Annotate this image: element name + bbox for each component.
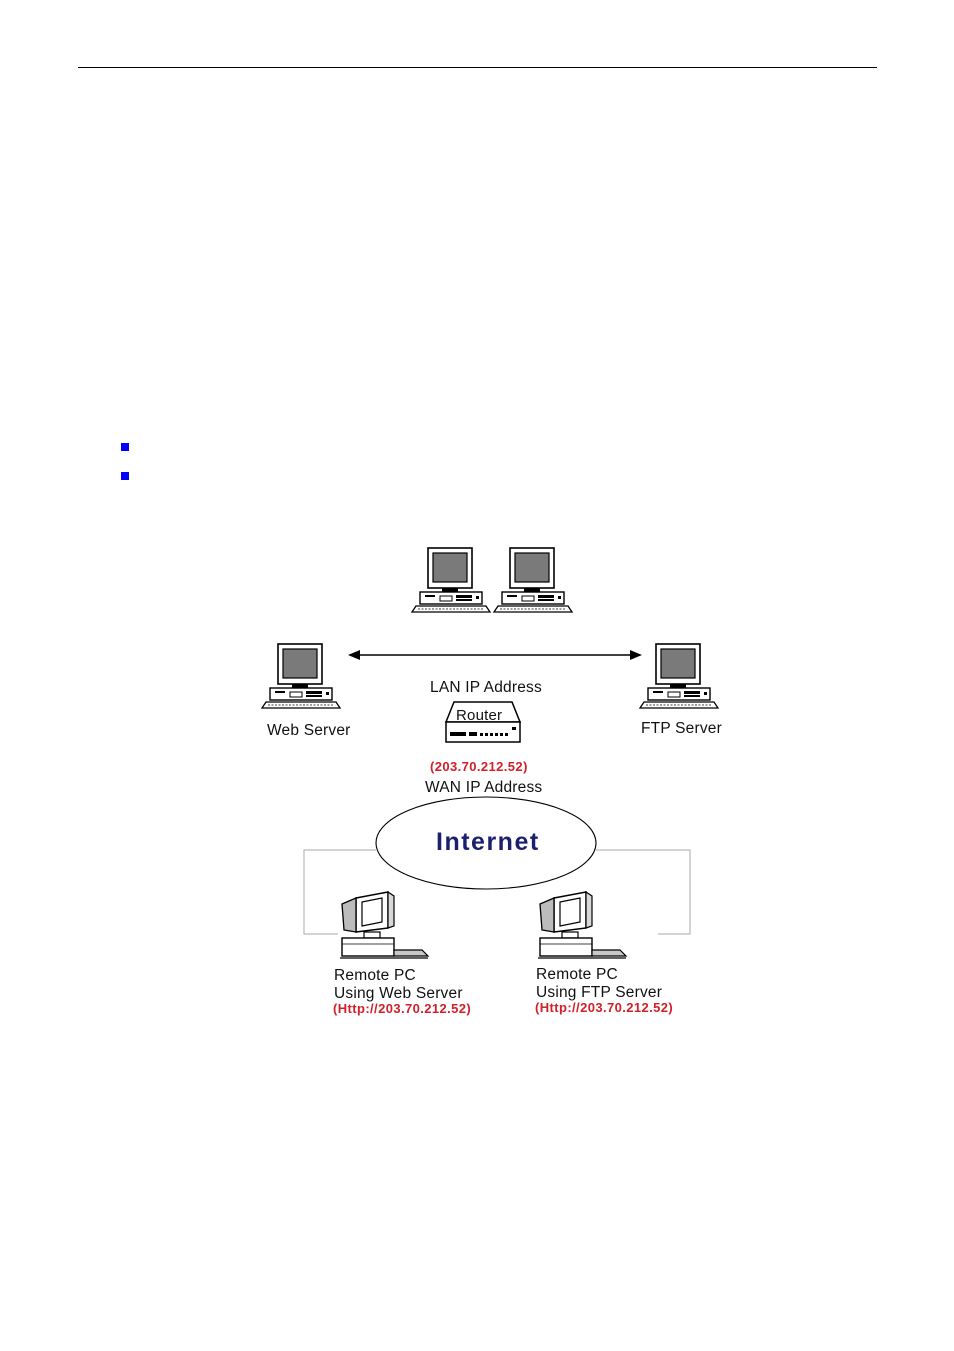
lan-ip-label: LAN IP Address	[430, 679, 542, 696]
remote-ftp-url: (Http://203.70.212.52)	[535, 1000, 674, 1015]
lan-pc-1-icon	[411, 547, 491, 613]
web-server-label: Web Server	[267, 722, 351, 739]
remote-web-line1: Remote PC	[334, 967, 416, 984]
ftp-server-label: FTP Server	[641, 720, 722, 737]
remote-ftp-line1: Remote PC	[536, 966, 618, 983]
double-arrow-icon	[348, 650, 642, 660]
header-rule	[78, 67, 877, 68]
connection-line-right	[596, 849, 691, 935]
wan-ip-label: WAN IP Address	[425, 779, 543, 796]
router-icon	[444, 701, 522, 743]
internet-cloud-icon	[375, 796, 597, 890]
wan-ip-value: (203.70.212.52)	[430, 759, 528, 774]
remote-pc-ftp-icon	[537, 891, 627, 959]
internet-label: Internet	[436, 828, 540, 856]
network-diagram: LAN IP Address Router Web Server FTP Ser…	[250, 540, 750, 1020]
remote-pc-web-icon	[339, 891, 429, 959]
ftp-server-icon	[639, 643, 719, 709]
remote-web-url: (Http://203.70.212.52)	[333, 1001, 472, 1016]
web-server-icon	[261, 643, 341, 709]
lan-pc-2-icon	[493, 547, 573, 613]
remote-ftp-line2: Using FTP Server	[536, 984, 663, 1001]
diagram-graphics	[261, 547, 719, 959]
bullet-icon	[121, 443, 129, 451]
remote-web-line2: Using Web Server	[334, 985, 463, 1002]
router-label: Router	[456, 707, 503, 724]
bullet-icon	[121, 472, 129, 480]
connection-line-left	[303, 849, 376, 935]
